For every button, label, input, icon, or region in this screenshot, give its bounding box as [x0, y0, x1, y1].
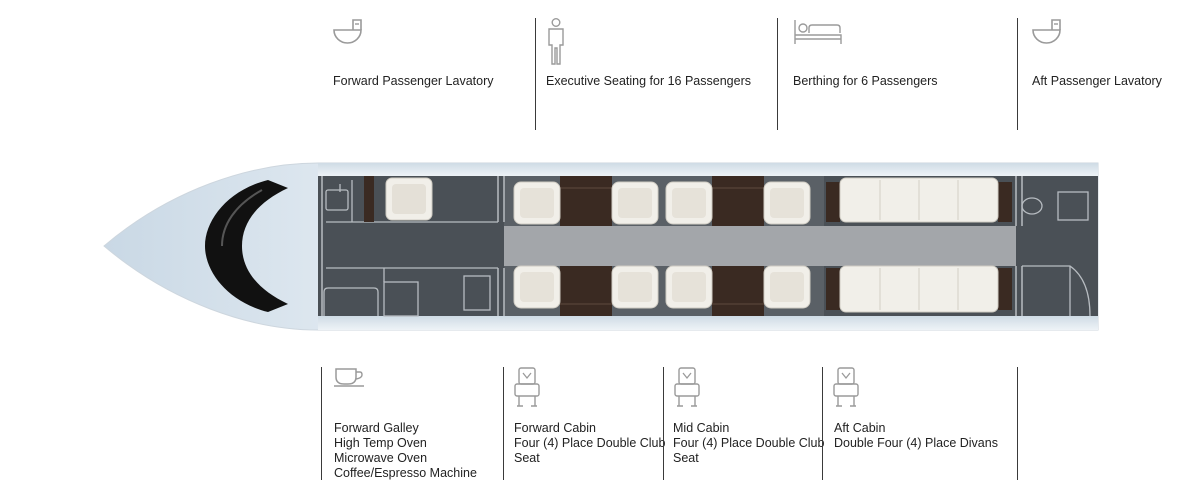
cockpit-windshield-highlight [221, 189, 263, 247]
person-icon [546, 18, 566, 71]
callout-label-line: Seat [514, 451, 540, 465]
toilet-icon [333, 18, 363, 51]
callout-label-line: Four (4) Place Double Club [514, 436, 666, 450]
callout-label-line: Executive Seating for 16 Passengers [546, 74, 751, 88]
divider-line [777, 18, 778, 130]
seat-icon [514, 367, 540, 412]
callout-label-line: Microwave Oven [334, 451, 428, 465]
divider-line [663, 367, 664, 480]
divider-line [1017, 367, 1018, 480]
divider-line [1017, 18, 1018, 130]
fuselage-top-rail [318, 163, 1098, 176]
seat-icon [833, 367, 859, 412]
callout-label-line: Forward Galley [334, 421, 419, 435]
callout-aft-cabin: Aft Cabin Double Four (4) Place Divans [822, 367, 1016, 480]
cockpit-windshield [205, 180, 288, 312]
callout-label-line: Forward Passenger Lavatory [333, 74, 494, 88]
bed-icon [793, 18, 843, 51]
divider-line [535, 18, 536, 130]
fuselage-bottom-rail [318, 316, 1098, 330]
callout-label-line: Aft Cabin [834, 421, 886, 435]
callout-label-line: High Temp Oven [334, 436, 427, 450]
seat-icon [674, 367, 700, 412]
callout-label-line: Coffee/Espresso Machine [334, 466, 477, 480]
callout-label-line: Seat [673, 451, 699, 465]
divider-line [503, 367, 504, 480]
callout-label-line: Forward Cabin [514, 421, 596, 435]
club-tables [560, 176, 764, 316]
callout-mid-cabin: Mid Cabin Four (4) Place Double Club Sea… [663, 367, 825, 480]
callout-forward-cabin: Forward Cabin Four (4) Place Double Club… [503, 367, 665, 480]
coffee-cup-icon [334, 367, 366, 392]
divider-line [822, 367, 823, 480]
callout-label-line: Mid Cabin [673, 421, 730, 435]
callout-end-divider [1017, 367, 1019, 480]
callout-berthing: Berthing for 6 Passengers [777, 18, 1017, 130]
divider-line [321, 367, 322, 480]
callout-label-line: Four (4) Place Double Club [673, 436, 825, 450]
callout-aft-lavatory: Aft Passenger Lavatory [1017, 18, 1197, 130]
callout-forward-lavatory: Forward Passenger Lavatory [333, 18, 533, 130]
callout-executive-seating: Executive Seating for 16 Passengers [535, 18, 775, 130]
callout-label-line: Aft Passenger Lavatory [1032, 74, 1162, 88]
callout-forward-galley: Forward Galley High Temp Oven Microwave … [321, 367, 501, 480]
callout-label-line: Double Four (4) Place Divans [834, 436, 998, 450]
callout-label-line: Berthing for 6 Passengers [793, 74, 938, 88]
toilet-icon [1032, 18, 1062, 51]
